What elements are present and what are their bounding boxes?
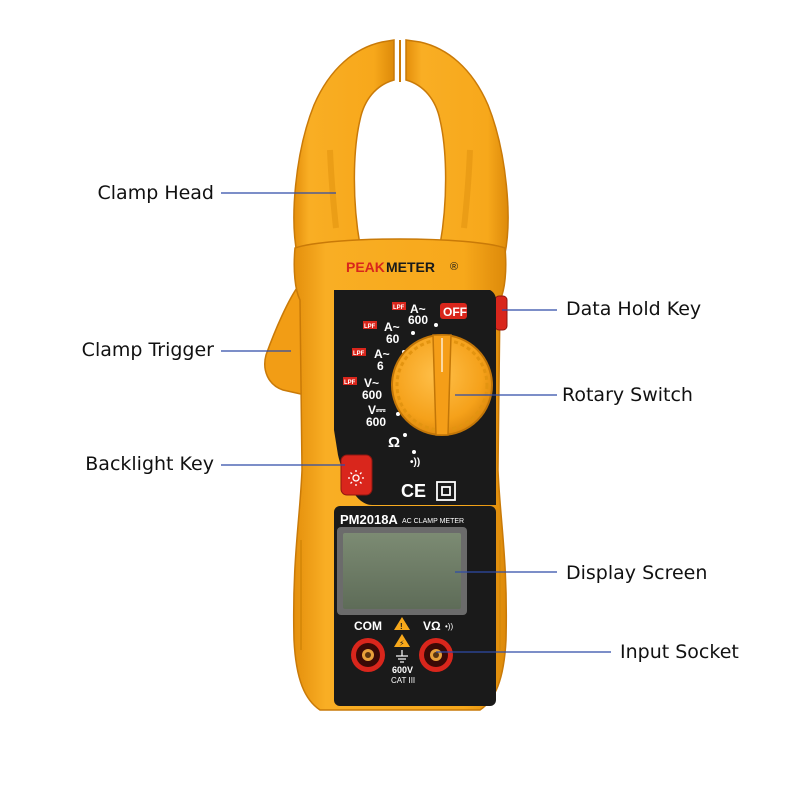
leader-lines bbox=[221, 192, 611, 653]
model-description: AC CLAMP METER bbox=[402, 518, 464, 525]
input-socket[interactable] bbox=[419, 638, 453, 672]
label-data-hold-key: Data Hold Key bbox=[566, 298, 702, 320]
range-vdc-value: 600 bbox=[366, 415, 386, 429]
off-badge bbox=[440, 303, 467, 319]
range-a600-symbol: A~ bbox=[410, 302, 426, 316]
rotary-switch[interactable] bbox=[391, 334, 493, 436]
label-rotary-switch: Rotary Switch bbox=[562, 384, 693, 406]
clamp-head bbox=[293, 39, 509, 263]
com-label: COM bbox=[354, 619, 382, 633]
lpf-label: LPF bbox=[353, 351, 365, 357]
ground-icon bbox=[396, 650, 408, 663]
label-clamp-trigger: Clamp Trigger bbox=[81, 339, 214, 361]
range-a6-symbol: A~ bbox=[374, 347, 390, 361]
svg-text:⚡: ⚡ bbox=[399, 639, 405, 648]
sun-icon bbox=[348, 470, 364, 486]
range-vac-symbol: V~ bbox=[364, 376, 379, 390]
ce-mark: CE bbox=[401, 481, 426, 501]
brand-registered: ® bbox=[450, 261, 458, 273]
lpf-label: LPF bbox=[344, 380, 356, 386]
vohm-label-group: VΩ •)) bbox=[423, 619, 453, 633]
range-a60-value: 60 bbox=[386, 332, 400, 346]
label-backlight-key: Backlight Key bbox=[85, 453, 214, 475]
label-display-screen: Display Screen bbox=[566, 562, 708, 584]
double-insulation-icon bbox=[436, 481, 456, 501]
display-screen bbox=[337, 527, 467, 615]
vohm-label: VΩ bbox=[423, 619, 441, 633]
label-input-socket: Input Socket bbox=[620, 641, 739, 663]
range-vac-value: 600 bbox=[362, 388, 382, 402]
range-labels: LPF A~ 600 LPF A~ 60 LPF A~ 6 LPF V~ 600… bbox=[343, 302, 428, 468]
backlight-key[interactable] bbox=[340, 454, 373, 496]
continuity-label: •)) bbox=[410, 457, 420, 468]
warning-icon: ! ⚡ bbox=[394, 617, 410, 648]
vohm-beep-label: •)) bbox=[445, 622, 453, 631]
rating-category: CAT III bbox=[391, 676, 415, 685]
range-a600-value: 600 bbox=[408, 313, 428, 327]
range-a6-value: 6 bbox=[377, 359, 384, 373]
svg-text:!: ! bbox=[400, 622, 403, 631]
brand-meter: METER bbox=[386, 259, 435, 275]
off-label: OFF bbox=[443, 305, 467, 319]
lpf-label: LPF bbox=[364, 324, 376, 330]
com-socket[interactable] bbox=[351, 638, 385, 672]
label-clamp-head: Clamp Head bbox=[97, 182, 214, 204]
ohm-label: Ω bbox=[388, 434, 400, 451]
rating-voltage: 600V bbox=[392, 665, 413, 675]
lpf-label: LPF bbox=[393, 305, 405, 311]
grip-ridges bbox=[300, 540, 501, 650]
brand-peak: PEAK bbox=[346, 259, 385, 275]
range-vdc-symbol: V⎓ bbox=[368, 403, 386, 417]
model-name: PM2018A bbox=[340, 512, 398, 527]
range-a60-symbol: A~ bbox=[384, 320, 400, 334]
data-hold-key[interactable] bbox=[494, 295, 508, 331]
